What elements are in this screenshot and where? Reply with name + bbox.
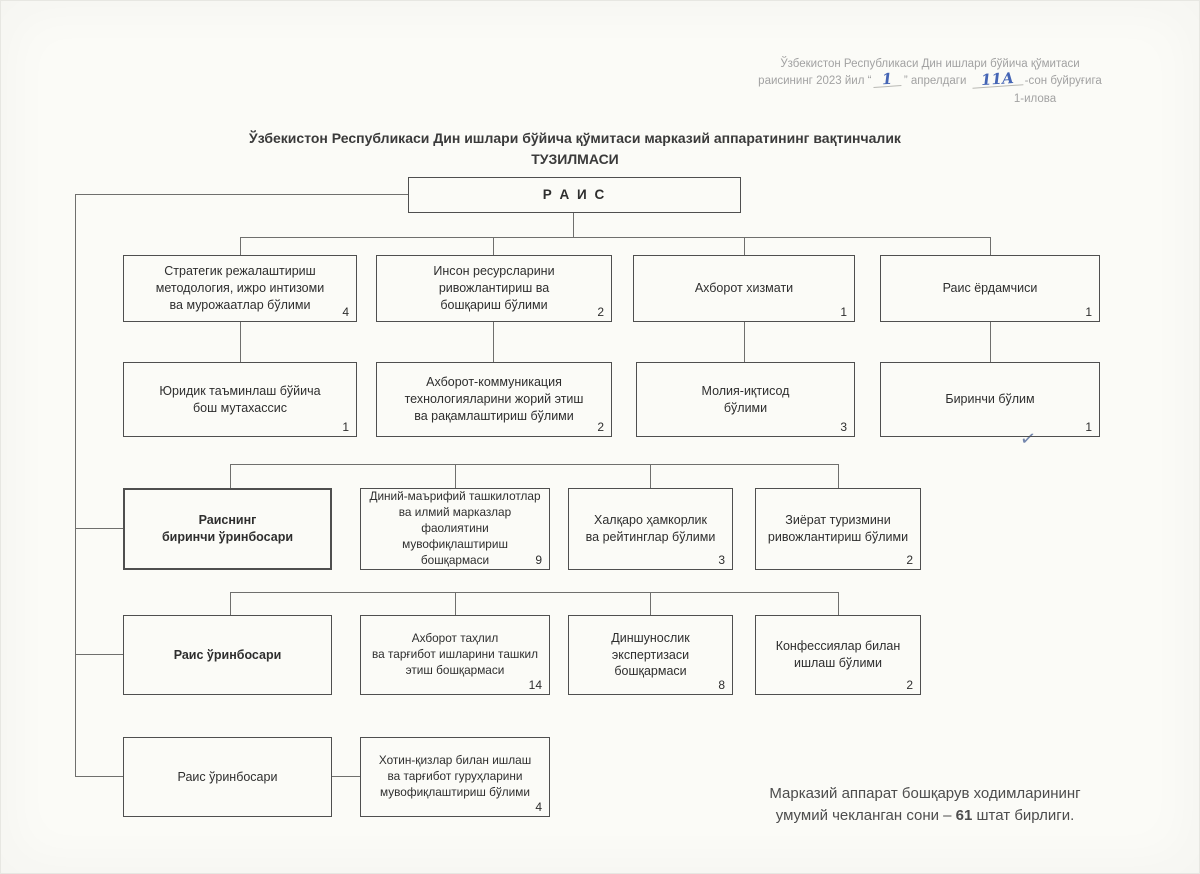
org-box-count: 9 (535, 553, 542, 567)
org-box-count: 2 (906, 678, 913, 692)
connector-line (493, 237, 494, 255)
connector-line (75, 776, 123, 777)
org-box-count: 14 (528, 678, 542, 692)
connector-line (230, 592, 231, 615)
connector-line (650, 592, 651, 615)
connector-line (990, 322, 991, 362)
connector-line (240, 237, 241, 255)
org-box-count: 1 (342, 420, 349, 434)
decree-annotation: Ўзбекистон Республикаси Дин ишлари бўйич… (730, 56, 1130, 108)
org-box-count: 4 (342, 305, 349, 319)
org-box-label: Юридик таъминлаш бўйича бош мутахассис (159, 383, 321, 415)
org-box-label: Зиёрат туризмини ривожлантириш бўлими (767, 513, 909, 544)
org-box-count: 8 (718, 678, 725, 692)
connector-line (744, 322, 745, 362)
connector-line (744, 237, 745, 255)
org-box-label: Халқаро ҳамкорлик ва рейтинглар бўлими (585, 513, 716, 544)
org-box-label: Диншунослик экспертизаси бошқармаси (611, 630, 690, 679)
org-box-count: 1 (1085, 420, 1092, 434)
connector-line (455, 464, 456, 488)
staff-limit-note: Марказий аппарат бошқарув ходимларининг … (735, 783, 1115, 827)
org-box-international-cooperation: Халқаро ҳамкорлик ва рейтинглар бўлими 3 (568, 488, 733, 570)
org-box-information-service: Ахборот хизмати 1 (633, 255, 855, 322)
org-box-first-deputy-chairman: Раиснинг биринчи ўринбосари (123, 488, 332, 570)
org-box-label: Диний-маърифий ташкилотлар ва илмий марк… (369, 489, 541, 567)
org-box-confessions-dept: Конфессиялар билан ишлаш бўлими 2 (755, 615, 921, 695)
org-box-count: 4 (535, 800, 542, 814)
org-box-label: Раиснинг биринчи ўринбосари (161, 513, 294, 544)
org-box-religious-expertise: Диншунослик экспертизаси бошқармаси 8 (568, 615, 733, 695)
connector-line (230, 592, 838, 593)
org-box-ict-digitalization: Ахборот-коммуникация технологияларини жо… (376, 362, 612, 437)
org-box-info-analysis-dept: Ахборот таҳлил ва тарғибот ишларини ташк… (360, 615, 550, 695)
document-title-line-2: ТУЗИЛМАСИ (531, 151, 619, 167)
org-box-label: Ахборот хизмати (694, 281, 794, 296)
connector-line (75, 194, 76, 777)
connector-line (573, 212, 574, 237)
annotation-text: -сон буйруғига (1024, 75, 1102, 88)
org-box-pilgrimage-tourism: Зиёрат туризмини ривожлантириш бўлими 2 (755, 488, 921, 570)
document-title-line-1: Ўзбекистон Республикаси Дин ишлари бўйич… (249, 130, 901, 146)
staff-limit-text: умумий чекланган сони – (775, 806, 956, 824)
org-box-label: Инсон ресурсларини ривожлантириш ва бошқ… (433, 264, 555, 312)
org-box-label: Раис ўринбосари (173, 647, 282, 662)
org-box-count: 3 (718, 553, 725, 567)
org-box-chairman-assistant: Раис ёрдамчиси 1 (880, 255, 1100, 322)
org-box-label: Хотин-қизлар билан ишлаш ва тарғибот гур… (378, 753, 532, 799)
connector-line (455, 592, 456, 615)
connector-line (838, 592, 839, 615)
annotation-line-3: 1-илова (1013, 92, 1057, 105)
org-box-count: 2 (906, 553, 913, 567)
org-box-count: 3 (840, 420, 847, 434)
org-box-label: Ахборот-коммуникация технологияларини жо… (404, 375, 584, 423)
org-box-strategic-planning: Стратегик режалаштириш методология, ижро… (123, 255, 357, 322)
org-box-count: 1 (840, 305, 847, 319)
org-box-count: 2 (597, 305, 604, 319)
annotation-line-2: раисининг 2023 йил “1” апрелдаги 11А-сон… (730, 69, 1130, 90)
connector-line (230, 464, 838, 465)
org-box-finance-economics: Молия-иқтисод бўлими 3 (636, 362, 855, 437)
org-box-label: Стратегик режалаштириш методология, ижро… (155, 264, 325, 312)
document-title: Ўзбекистон Республикаси Дин ишлари бўйич… (60, 128, 1090, 170)
org-box-count: 1 (1085, 305, 1092, 319)
org-box-label: Молия-иқтисод бўлими (701, 383, 790, 415)
connector-line (240, 322, 241, 362)
org-box-label: Ахборот таҳлил ва тарғибот ишларини ташк… (372, 631, 538, 677)
staff-limit-line-1: Марказий аппарат бошқарув ходимларининг (769, 785, 1081, 802)
annotation-text: раисининг 2023 йил “ (758, 75, 872, 88)
connector-line (230, 464, 231, 488)
org-box-deputy-chairman-1: Раис ўринбосари (123, 615, 332, 695)
org-box-chairman: Р А И С (408, 177, 741, 213)
annotation-text: ” апрелдаги (903, 75, 967, 88)
org-box-women-work-dept: Хотин-қизлар билан ишлаш ва тарғибот гур… (360, 737, 550, 817)
org-box-label: Раис ўринбосари (177, 769, 278, 784)
connector-line (75, 194, 408, 195)
org-box-first-department: Биринчи бўлим 1 (880, 362, 1100, 437)
org-box-label: Р А И С (542, 186, 607, 202)
handwritten-order-number: 11А (971, 69, 1024, 89)
org-box-count: 2 (597, 420, 604, 434)
org-box-label: Раис ёрдамчиси (942, 281, 1038, 296)
connector-line (332, 776, 360, 777)
org-box-label: Конфессиялар билан ишлаш бўлими (775, 639, 901, 670)
org-box-deputy-chairman-2: Раис ўринбосари (123, 737, 332, 817)
connector-line (240, 237, 990, 238)
handwritten-day: 1 (872, 70, 903, 89)
connector-line (75, 654, 123, 655)
org-box-label: Биринчи бўлим (945, 392, 1035, 407)
connector-line (650, 464, 651, 488)
org-box-legal-specialist: Юридик таъминлаш бўйича бош мутахассис 1 (123, 362, 357, 437)
org-box-religious-orgs-dept: Диний-маърифий ташкилотлар ва илмий марк… (360, 488, 550, 570)
connector-line (838, 464, 839, 488)
annotation-line-1: Ўзбекистон Республикаси Дин ишлари бўйич… (780, 58, 1080, 70)
connector-line (990, 237, 991, 255)
org-box-human-resources: Инсон ресурсларини ривожлантириш ва бошқ… (376, 255, 612, 322)
staff-limit-count: 61 (955, 806, 973, 824)
connector-line (75, 528, 123, 529)
staff-limit-text: штат бирлиги. (972, 806, 1075, 824)
connector-line (493, 322, 494, 362)
staff-limit-line-2: умумий чекланган сони – 61 штат бирлиги. (735, 805, 1115, 827)
